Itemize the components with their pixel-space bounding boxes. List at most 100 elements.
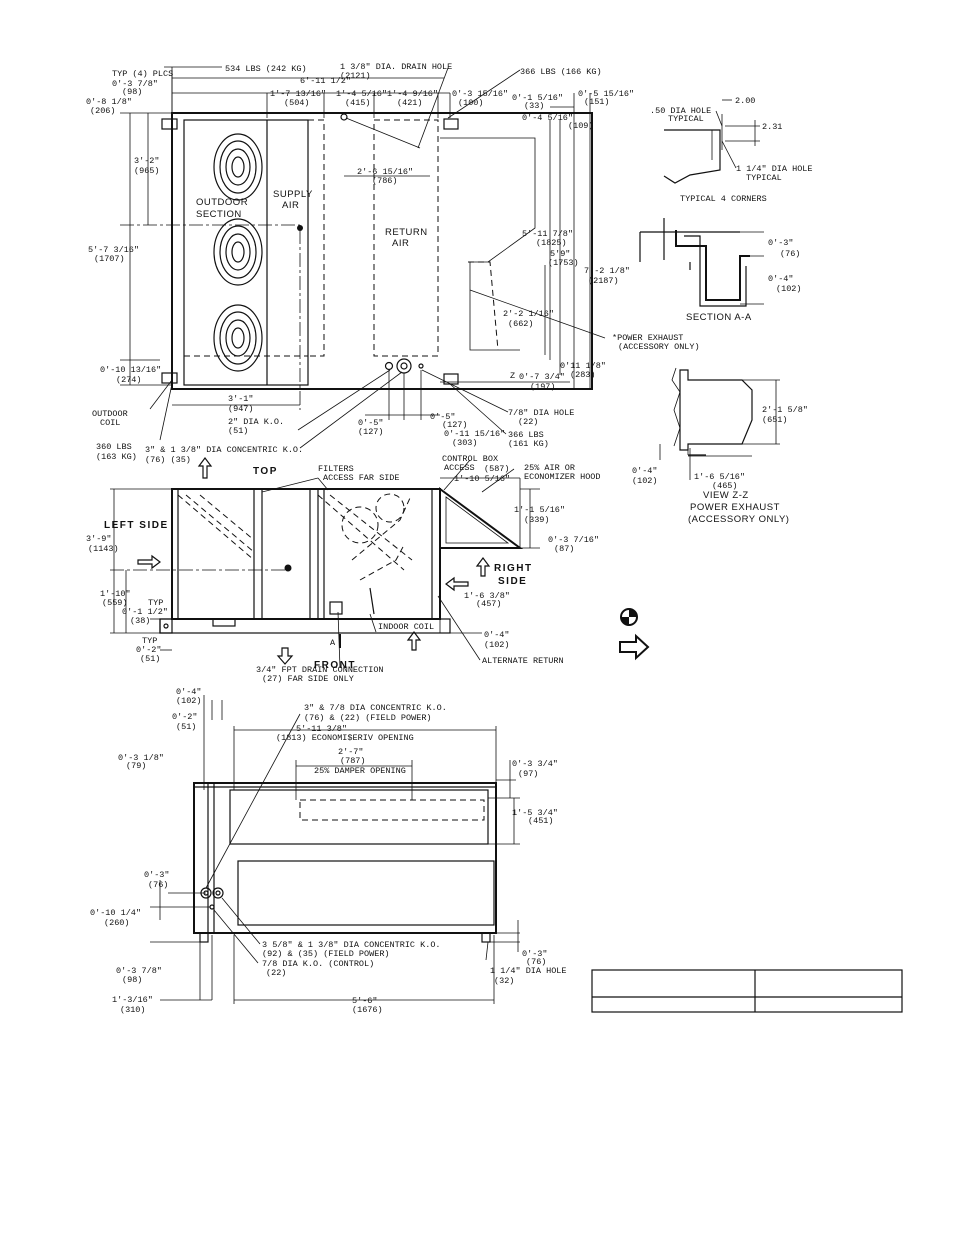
metric-label: (2187) <box>588 276 619 286</box>
metric-label: (33) <box>524 101 544 111</box>
metric-label: (161 KG) <box>508 439 549 449</box>
metric-label: (274) <box>116 375 142 385</box>
concentric-ko-label: 3" & 1 3/8" DIA CONCENTRIC K.O. <box>145 445 303 455</box>
dimension-label: 0'-4 5/16" <box>522 113 573 123</box>
front-label: FRONT <box>314 660 356 671</box>
dimension-label: 0'-4" <box>632 466 658 476</box>
metric-label: (457) <box>476 599 502 609</box>
dimension-label: 1'-10" <box>100 589 131 599</box>
unit-outline-end <box>193 782 497 934</box>
ko-icon <box>384 361 394 371</box>
dimension-label: 0'-4" <box>484 630 510 640</box>
concentric-ko-icon <box>396 358 412 374</box>
control-box-label: CONTROL BOX <box>442 454 498 464</box>
metric-label: (947) <box>228 404 254 414</box>
dimension-label: 1'-4 5/16" <box>336 89 387 99</box>
center-of-gravity-icon <box>620 608 638 626</box>
return-air-label: AIR <box>392 238 409 249</box>
view-zz-title: VIEW Z-Z <box>703 490 749 501</box>
dimension-label: 2.31 <box>762 122 782 132</box>
outdoor-section-label: SECTION <box>196 209 242 220</box>
metric-label: (100) <box>458 98 484 108</box>
power-exhaust-hood <box>679 369 753 451</box>
dimension-label: 5'-7 3/16" <box>88 245 139 255</box>
return-opening <box>373 119 439 357</box>
metric-label: (151) <box>584 97 610 107</box>
metric-label: (51) <box>140 654 160 664</box>
view-zz-title: POWER EXHAUST <box>690 502 780 513</box>
dimension-label: 0'-5" <box>358 418 384 428</box>
metric-label: (51) <box>228 426 248 436</box>
outdoor-section-label: OUTDOOR <box>196 197 248 208</box>
field-power-ko-label: (92) & (35) (FIELD POWER) <box>262 949 390 959</box>
unit-outline-plan <box>171 112 593 390</box>
metric-label: (1707) <box>94 254 125 264</box>
view-zz: 2'-1 5/8" (651) 0'-4" (102) 1'-6 5/16" (… <box>632 367 808 525</box>
corner-weight-label: 366 LBS <box>508 430 544 440</box>
dimension-label: 1'-6 5/16" <box>694 472 745 482</box>
corner-lift-br <box>443 373 459 385</box>
corner-weight-label: 534 LBS (242 KG) <box>225 64 307 74</box>
hole-label: 1 1/4" DIA HOLE <box>490 966 567 976</box>
ko-label: 2" DIA K.O. <box>228 417 284 427</box>
up-arrow-icon <box>197 457 213 479</box>
metric-label: (415) <box>345 98 371 108</box>
metric-label: (421) <box>397 98 423 108</box>
dimension-label: 0'-1 5/16" <box>512 93 563 103</box>
indoor-coil-label: INDOOR COIL <box>378 622 434 632</box>
alternate-return-label: ALTERNATE RETURN <box>482 656 564 666</box>
metric-label: (1753) <box>548 258 579 268</box>
drain-connection-label: (27) FAR SIDE ONLY <box>262 674 354 684</box>
metric-label: (651) <box>762 415 788 425</box>
section-title: SECTION A-A <box>686 312 752 323</box>
metric-label: (127) <box>442 420 468 430</box>
dimension-label: 3'-1" <box>228 394 254 404</box>
dimension-label: 5'-11 7/8" <box>522 229 573 239</box>
metric-label: (662) <box>508 319 534 329</box>
metric-label: (102) <box>484 640 510 650</box>
power-exhaust-note: *POWER EXHAUST <box>612 333 683 343</box>
metric-label: (76) (35) <box>145 455 191 465</box>
field-power-ko-label: 3 5/8" & 1 3/8" DIA CONCENTRIC K.O. <box>262 940 441 950</box>
control-box-label: ACCESS <box>444 463 475 473</box>
power-exhaust-note: (ACCESSORY ONLY) <box>618 342 700 352</box>
right-side-label: RIGHT <box>494 563 533 574</box>
field-power-ko-label: 3" & 7/8 DIA CONCENTRIC K.O. <box>304 703 447 713</box>
corner-detail-shape <box>663 129 721 184</box>
drain-dot <box>297 225 303 231</box>
metric-label: (465) <box>712 481 738 491</box>
field-power-ko-label: (76) & (22) (FIELD POWER) <box>304 713 432 723</box>
access-panel <box>237 860 495 926</box>
metric-label: (197) <box>530 382 556 392</box>
corner-lift-tl <box>161 118 178 130</box>
dimension-label: 3'-2" <box>134 156 160 166</box>
dimension-label: 0'-3" <box>768 238 794 248</box>
dimension-label: 0'-3" <box>144 870 170 880</box>
metric-label: (97) <box>518 769 538 779</box>
dimension-label: 2'-6 15/16" <box>357 167 413 177</box>
metric-label: (22) <box>266 968 286 978</box>
economizer-opening-label: (1813) ECONOMI$ERIV OPENING <box>276 733 414 743</box>
view-marker: Z <box>510 371 515 381</box>
concentric-ko-icon <box>212 887 224 899</box>
airflow-arrow-icon <box>619 633 650 661</box>
economizer-opening <box>229 789 489 845</box>
dimension-label: 0'-3 15/16" <box>452 89 508 99</box>
metric-label: (787) <box>340 756 366 766</box>
corner-detail: .50 DIA HOLE TYPICAL 2.00 2.31 1 1/4" DI… <box>650 96 813 204</box>
dimension-label: 1'-6 3/8" <box>464 591 510 601</box>
hole-label: 1 1/4" DIA HOLE <box>736 164 813 174</box>
right-side-label: SIDE <box>498 576 527 587</box>
metric-label: (32) <box>494 976 514 986</box>
dimension-label: 0'11 1/8" <box>560 361 606 371</box>
dimension-label: 1'-7 13/16" <box>270 89 326 99</box>
dimension-label: 0'-5" <box>430 412 456 422</box>
metric-label: (102) <box>776 284 802 294</box>
dimension-label: 0'-10 1/4" <box>90 908 141 918</box>
metric-label: (76) <box>780 249 800 259</box>
hole-label: 7/8" DIA HOLE <box>508 408 574 418</box>
dimension-label: 2.00 <box>735 96 755 106</box>
outdoor-section-box <box>183 119 309 386</box>
drain-dot <box>284 564 292 572</box>
